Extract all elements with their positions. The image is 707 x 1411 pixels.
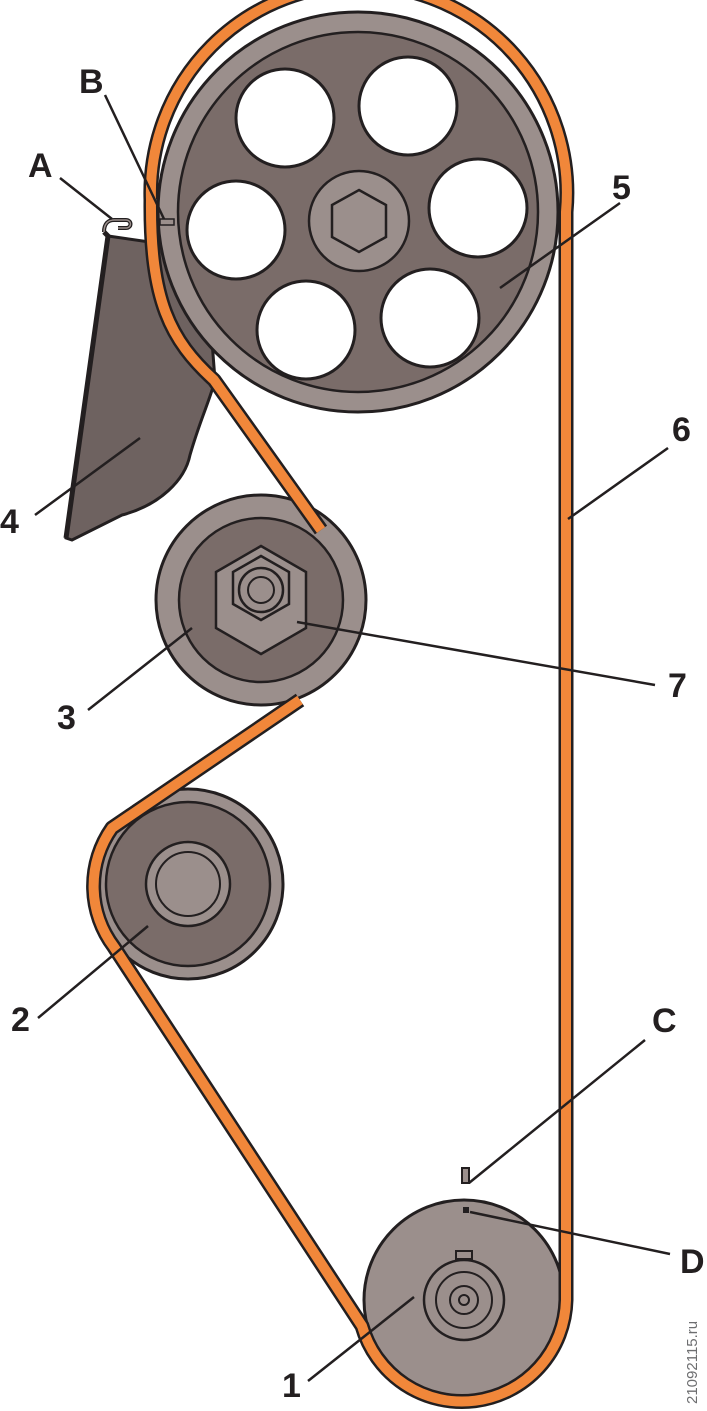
crankshaft-pulley [362, 1198, 566, 1402]
timing-marks [159, 218, 470, 1213]
oil-pump-cover-mark-C [461, 1167, 470, 1184]
tensioner-roller [154, 493, 368, 707]
camshaft-pulley [156, 10, 560, 414]
label-6: 6 [672, 411, 691, 449]
pulley-hole [234, 67, 336, 169]
pulley-hole [357, 55, 459, 157]
leader-lines [34, 94, 671, 1382]
label-4: 4 [0, 503, 19, 541]
label-A: A [28, 147, 53, 185]
label-1: 1 [282, 1367, 301, 1405]
label-5: 5 [612, 169, 631, 207]
pulley-hole [427, 157, 529, 259]
label-D: D [680, 1243, 705, 1281]
label-B: B [79, 63, 104, 101]
pulley-hole [379, 267, 481, 369]
pulley-hole [255, 279, 357, 381]
label-7: 7 [668, 667, 687, 705]
crank-pulley-mark-D [463, 1207, 469, 1213]
label-3: 3 [57, 699, 76, 737]
pulley-hole [185, 179, 287, 281]
watermark-text: 21092115.ru [684, 1321, 701, 1404]
label-C: C [652, 1002, 677, 1040]
camshaft-mark-B [159, 218, 175, 226]
label-2: 2 [11, 1001, 30, 1039]
callout-labels: A B 5 6 4 3 7 2 C D 1 [0, 63, 705, 1405]
timing-belt [86, 0, 575, 1410]
